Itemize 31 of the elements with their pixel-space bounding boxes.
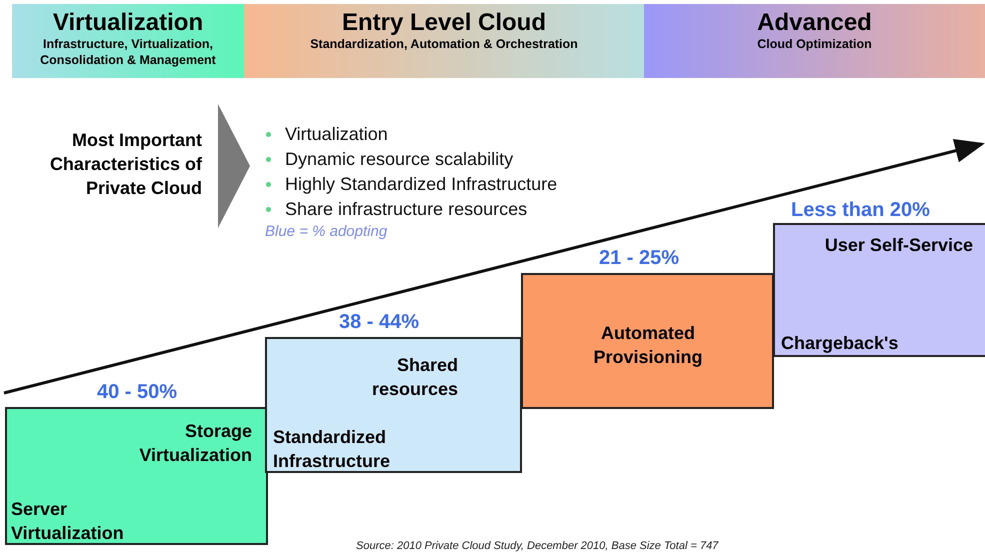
step-label: Automated Provisioning bbox=[592, 322, 704, 369]
step-box bbox=[521, 273, 774, 409]
step-label: Server Virtualization bbox=[11, 498, 125, 545]
heading-text: Most Important Characteristics of Private Cloud bbox=[48, 129, 202, 200]
band-title: Entry Level Cloud bbox=[340, 10, 548, 36]
percentage-label: 40 - 50% bbox=[97, 381, 178, 404]
band-title: Advanced bbox=[756, 10, 873, 36]
header-band bbox=[12, 4, 244, 78]
step-label: Standardized Infrastructure bbox=[273, 426, 392, 473]
bullet-item: Share infrastructure resources bbox=[285, 198, 528, 221]
bullet-item: Highly Standardized Infrastructure bbox=[285, 173, 558, 196]
note-text: Blue = % adopting bbox=[265, 223, 388, 240]
step-box bbox=[773, 223, 985, 357]
step-label: Shared resources bbox=[370, 354, 458, 401]
percentage-label: 38 - 44% bbox=[339, 311, 420, 334]
source-caption: Source: 2010 Private Cloud Study, December 2010, Base Size Total = 747 bbox=[356, 540, 718, 552]
band-title: Virtualization bbox=[52, 10, 204, 36]
band-subtitle: Infrastructure, Virtualization, Consolidation & Management bbox=[39, 36, 217, 68]
step-label: Chargeback's bbox=[781, 332, 900, 355]
bullet-item: Dynamic resource scalability bbox=[285, 148, 514, 171]
header-band bbox=[644, 4, 985, 78]
header-band bbox=[244, 4, 644, 78]
band-subtitle: Cloud Optimization bbox=[756, 36, 873, 52]
step-box bbox=[5, 407, 268, 545]
band-subtitle: Standardization, Automation & Orchestration bbox=[309, 36, 579, 52]
step-label: Storage Virtualization bbox=[138, 420, 252, 467]
percentage-label: Less than 20% bbox=[791, 199, 930, 222]
percentage-label: 21 - 25% bbox=[599, 247, 680, 270]
step-box bbox=[265, 337, 522, 473]
step-label: User Self-Service bbox=[824, 234, 973, 257]
bullet-item: Virtualization bbox=[285, 123, 388, 146]
